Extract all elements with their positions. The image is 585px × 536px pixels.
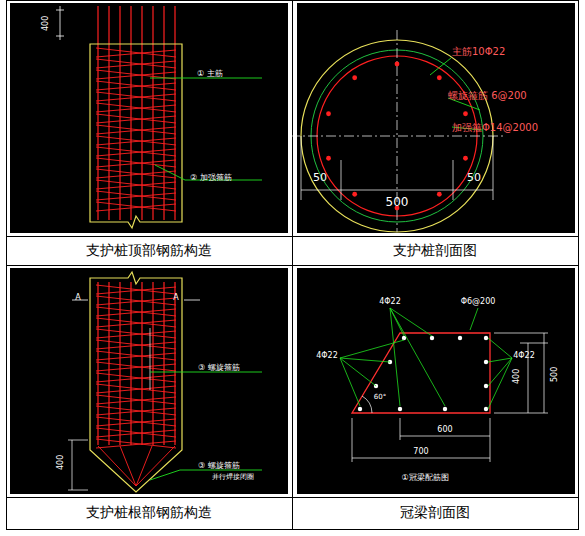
drawing-label: 700 xyxy=(413,448,428,457)
image-ground xyxy=(10,268,288,494)
drawing-label: 50 xyxy=(313,172,327,184)
drawing-label: A xyxy=(75,294,80,303)
drawing-label: 500 xyxy=(386,196,409,209)
pile-top xyxy=(56,6,262,228)
drawing-label: ③ 螺旋箍筋 xyxy=(198,364,240,373)
drawing-label: 500 xyxy=(552,366,561,381)
drawing-label: ② 加强箍筋 xyxy=(190,174,232,183)
drawing-label: 主筋10Φ22 xyxy=(452,46,505,57)
drawing-label: ①冠梁配筋图 xyxy=(401,474,448,483)
drawing-label: 400 xyxy=(514,368,523,383)
drawing-label: 4Φ22 xyxy=(316,352,338,361)
cap-beam-section xyxy=(340,308,548,462)
drawing-label: Φ6@200 xyxy=(461,298,496,307)
drawing-label: 600 xyxy=(437,426,452,435)
drawing-label: 螺旋箍筋 6@200 xyxy=(448,90,527,101)
drawing-label: ① 主筋 xyxy=(197,70,223,79)
drawing-label: 400 xyxy=(43,15,52,30)
drawing-label: 4Φ22 xyxy=(379,298,401,307)
drawing-label: 加强箍Φ14@2000 xyxy=(452,122,538,133)
table-caption: 冠梁剖面图 xyxy=(400,505,470,520)
drawing-label: 60° xyxy=(374,394,386,402)
table-caption: 支护桩根部钢筋构造 xyxy=(86,505,212,520)
table-caption: 支护桩顶部钢筋构造 xyxy=(86,243,212,258)
pile-toe xyxy=(68,272,262,492)
drawing-label: A xyxy=(173,294,178,303)
drawing-label: ③ 螺旋箍筋 xyxy=(198,462,240,471)
table-caption: 支护桩剖面图 xyxy=(393,243,477,258)
table-frame xyxy=(7,1,579,530)
drawing-label: 400 xyxy=(58,454,67,469)
image-ground xyxy=(297,3,575,233)
drawing-label: 50 xyxy=(467,172,481,184)
drawing-label: 4Φ22 xyxy=(513,352,535,361)
image-ground xyxy=(297,268,575,494)
drawing-label: 并行焊接闭圈 xyxy=(212,474,254,482)
image-ground xyxy=(10,3,288,233)
